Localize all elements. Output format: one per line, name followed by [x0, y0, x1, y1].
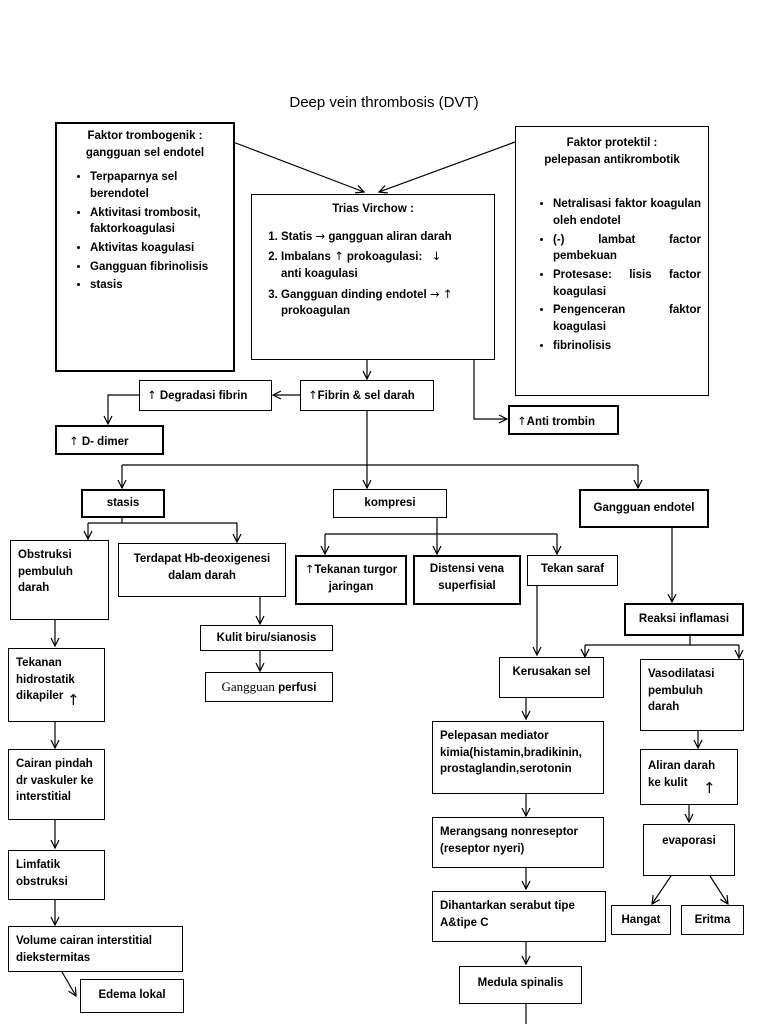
arrow-up-glyph: ↑ [442, 286, 453, 301]
diagram-title: Deep vein thrombosis (DVT) [289, 94, 479, 111]
vasodilatasi-box: Vasodilatasi pembuluh darah [640, 659, 744, 731]
arrow-down-glyph: ↓ [431, 249, 442, 264]
arrow-up-glyph: ↑ [147, 388, 157, 402]
distensi-vena-box: Distensi vena superfisial [413, 555, 521, 605]
arrow-evaporasi-to-eritma [709, 875, 728, 904]
list-item: Gangguan dinding endotel → ↑ prokoagulan [281, 286, 487, 320]
faktor-protektil-box: Faktor protektil : pelepasan antikrombot… [515, 126, 709, 396]
trias-virchow-heading: Trias Virchow : [332, 203, 414, 215]
evaporasi-box: evaporasi [643, 824, 735, 876]
anti-trombin-box: ↑Anti trombin [508, 405, 619, 435]
trias-virchow-box: Trias Virchow : Statis → gangguan aliran… [251, 194, 495, 360]
arrow-trias-to-antitrombin [473, 360, 507, 419]
reaksi-inflamasi-box: Reaksi inflamasi [624, 603, 744, 636]
arrow-right-glyph: → [429, 286, 440, 301]
arrow-volume-to-edema [61, 971, 76, 996]
arrow-protektil-to-trias [379, 141, 516, 192]
tekanan-hidrostatik-box: Tekanan hidrostatik dikapiler ↑ [8, 648, 105, 722]
obstruksi-box: Obstruksi pembuluh darah [10, 540, 109, 620]
arrow-degradasi-to-ddimer [108, 394, 139, 424]
faktor-trombogenik-heading: Faktor trombogenik : gangguan sel endote… [85, 130, 205, 159]
arrow-up-glyph: ↑ [703, 779, 716, 797]
arrow-trombogenik-to-trias [232, 141, 364, 192]
cairan-pindah-box: Cairan pindah dr vaskuler ke interstitia… [8, 749, 105, 820]
arrow-up-glyph: ↑ [67, 691, 80, 709]
tekan-saraf-box: Tekan saraf [527, 555, 618, 586]
edema-lokal-box: Edema lokal [80, 979, 184, 1013]
arrow-up-glyph: ↑ [517, 414, 527, 428]
faktor-protektil-heading-1: Faktor protektil : [566, 137, 658, 149]
list-item: Pengenceran faktor koagulasi [553, 302, 701, 335]
faktor-trombogenik-box: Faktor trombogenik : gangguan sel endote… [55, 122, 235, 372]
gangguan-endotel-box: Gangguan endotel [579, 489, 709, 528]
pelepasan-mediator-box: Pelepasan mediator kimia(histamin,bradik… [432, 721, 604, 794]
medula-spinalis-box: Medula spinalis [459, 966, 582, 1004]
list-item: Aktivitas koagulasi [90, 240, 226, 257]
eritma-box: Eritma [681, 905, 744, 935]
kerusakan-sel-box: Kerusakan sel [499, 657, 604, 698]
dihantarkan-box: Dihantarkan serabut tipe A&tipe C [432, 891, 606, 942]
kulit-biru-box: Kulit biru/sianosis [200, 625, 333, 651]
faktor-protektil-list: Netralisasi faktor koagulan oleh endotel… [523, 196, 701, 354]
list-item: Protesase: lisis factor koagulasi [553, 267, 701, 300]
list-item: stasis [90, 277, 226, 294]
hangat-box: Hangat [611, 905, 671, 935]
list-item: Terpaparnya sel berendotel [90, 169, 226, 202]
list-item: Aktivitasi trombosit, faktorkoagulasi [90, 205, 226, 238]
arrow-up-glyph: ↑ [304, 562, 315, 576]
hb-deoxigenesi-box: Terdapat Hb-deoxigenesi dalam darah [118, 543, 286, 597]
list-item: Imbalans ↑ prokoagulasi: ↓ anti koagulas… [281, 248, 487, 282]
list-item: Netralisasi faktor koagulan oleh endotel [553, 196, 701, 229]
arrow-up-glyph: ↑ [334, 249, 344, 264]
arrow-up-glyph: ↑ [69, 434, 79, 448]
faktor-trombogenik-list: Terpaparnya sel berendotel Aktivitasi tr… [64, 169, 226, 294]
stasis-box: stasis [81, 489, 165, 518]
merangsang-box: Merangsang nonreseptor (reseptor nyeri) [432, 817, 604, 868]
list-item: Statis → gangguan aliran darah [281, 228, 487, 246]
volume-cairan-box: Volume cairan interstitial diekstermitas [8, 926, 183, 972]
limfatik-box: Limfatik obstruksi [8, 850, 105, 900]
aliran-darah-box: Aliran darah ke kulit ↑ [640, 749, 738, 805]
kompresi-box: kompresi [333, 489, 447, 518]
degradasi-fibrin-box: ↑ Degradasi fibrin [139, 380, 272, 411]
arrow-up-glyph: ↑ [308, 388, 318, 402]
list-item: (-) lambat factor pembekuan [553, 232, 701, 265]
list-item: fibrinolisis [553, 338, 701, 355]
faktor-protektil-heading-2: pelepasan antikrombotik [544, 153, 680, 166]
gangguan-perfusi-box: Gangguan perfusi [205, 672, 333, 702]
arrow-right-glyph: → [315, 228, 326, 243]
trias-virchow-list: Statis → gangguan aliran darah Imbalans … [259, 228, 487, 320]
d-dimer-box: ↑ D- dimer [55, 425, 164, 455]
tekanan-turgor-box: ↑Tekanan turgor jaringan [295, 555, 407, 605]
list-item: Gangguan fibrinolisis [90, 259, 226, 276]
fibrin-box: ↑Fibrin & sel darah [300, 380, 434, 411]
arrow-evaporasi-to-hangat [652, 875, 672, 904]
